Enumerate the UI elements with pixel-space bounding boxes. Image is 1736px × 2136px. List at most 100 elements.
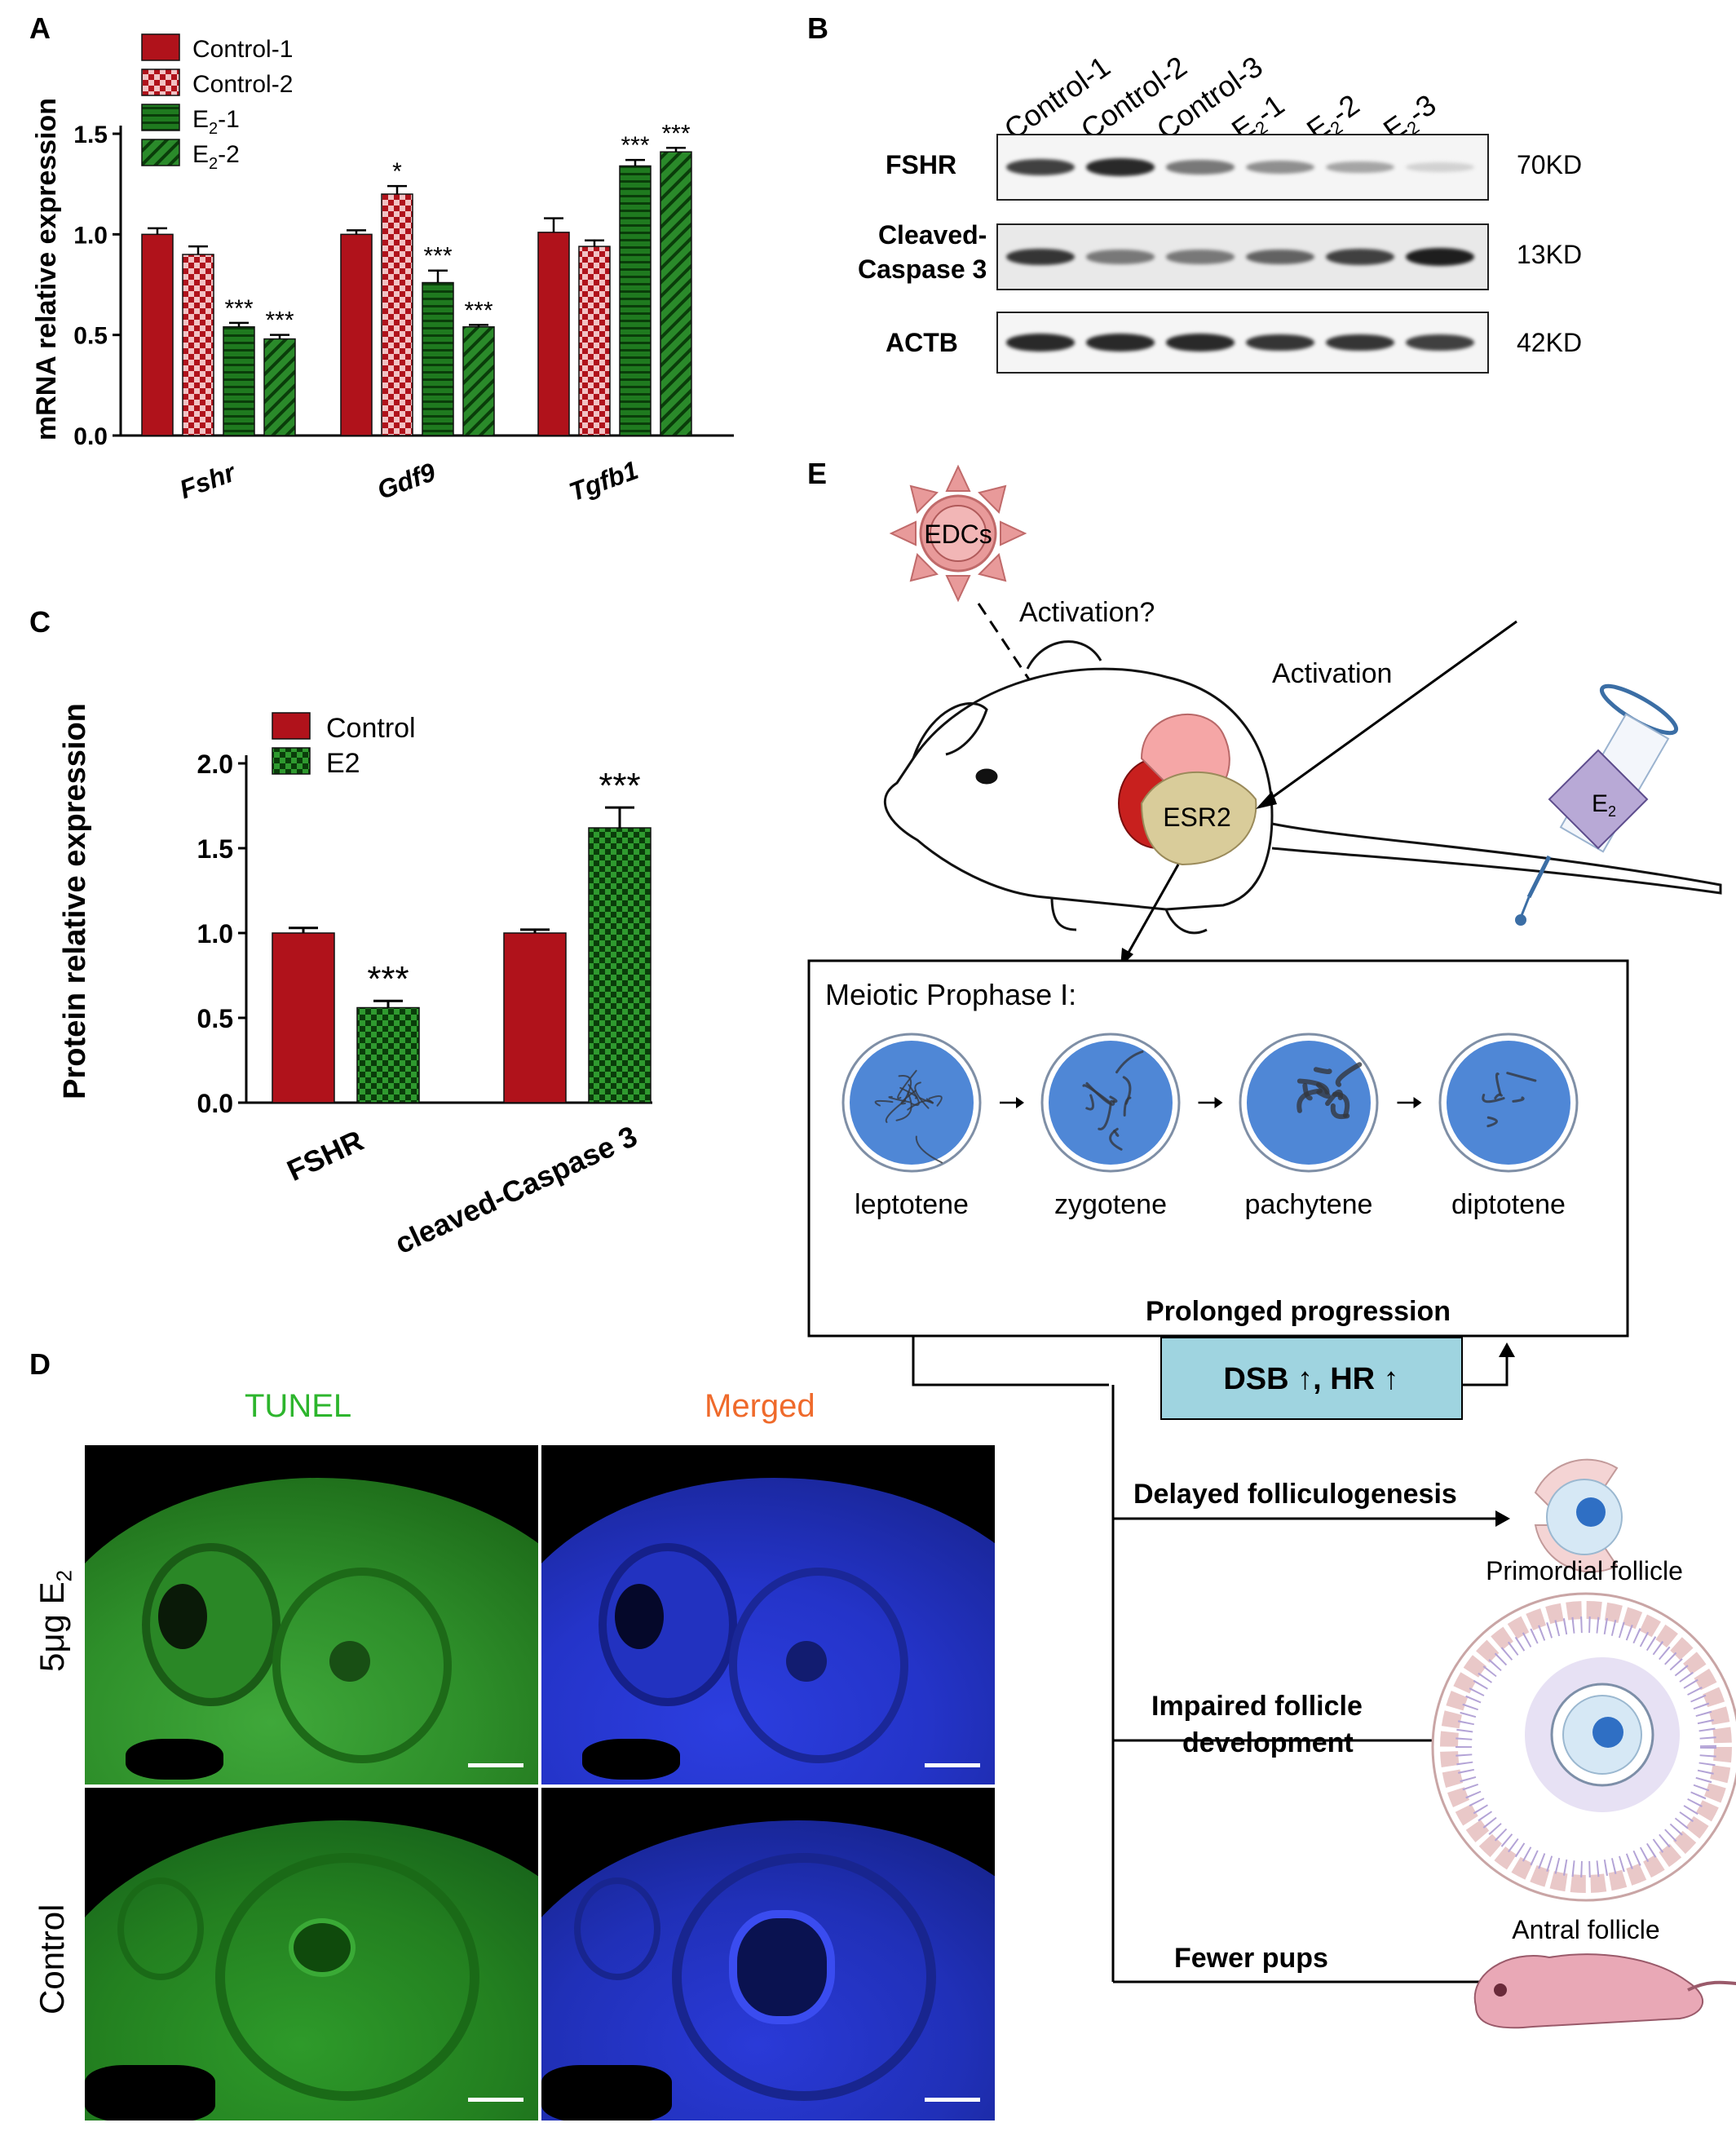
syringe-e2-label: E2 xyxy=(1592,790,1616,820)
ytick-label: 0.0 xyxy=(73,423,108,450)
stage-cell-icon xyxy=(1040,1033,1181,1173)
bar xyxy=(660,151,692,436)
stage-label: leptotene xyxy=(855,1189,969,1220)
wb-band xyxy=(1406,161,1474,173)
impaired-label-1: Impaired follicle xyxy=(1151,1691,1363,1722)
esr2-label: ESR2 xyxy=(1163,803,1231,832)
category-label: Gdf9 xyxy=(373,457,440,505)
significance-mark: *** xyxy=(621,132,649,159)
row-label-control: Control xyxy=(33,1904,71,2014)
legend-label: Control xyxy=(326,713,416,744)
tunel-title: TUNEL xyxy=(245,1388,352,1424)
pup-icon xyxy=(1473,1953,1736,2029)
wb-band xyxy=(1246,161,1314,174)
meiotic-title: Meiotic Prophase I: xyxy=(825,978,1076,1011)
significance-mark: *** xyxy=(265,307,294,334)
panel-letter-b: B xyxy=(807,11,828,45)
impaired-label-2: development xyxy=(1182,1727,1354,1758)
category-label: Fshr xyxy=(176,457,241,504)
legend-label: E2 xyxy=(326,748,360,779)
ytick-label: 1.0 xyxy=(73,222,108,249)
stage-arrowhead xyxy=(1413,1097,1422,1108)
dsb-label: DSB ↑, HR ↑ xyxy=(1223,1362,1398,1396)
panel-letter-a: A xyxy=(29,11,51,45)
primordial-label: Primordial follicle xyxy=(1486,1556,1683,1585)
bar xyxy=(381,193,413,436)
fewer-pups-label: Fewer pups xyxy=(1174,1943,1328,1974)
legend-label: Control-1 xyxy=(192,36,293,63)
stage-cell-icon xyxy=(841,1033,982,1173)
stage-label: zygotene xyxy=(1054,1189,1167,1220)
panel-a-ylabel: mRNA relative expression xyxy=(31,98,62,440)
significance-mark: *** xyxy=(661,120,690,147)
wb-band xyxy=(1326,248,1394,266)
scale-bar xyxy=(925,1763,980,1767)
legend-label: E2-1 xyxy=(192,106,240,138)
stage-label: pachytene xyxy=(1245,1189,1373,1220)
wb-row-label: ACTB xyxy=(886,328,958,357)
edcs-label: EDCs xyxy=(924,520,992,549)
significance-mark: *** xyxy=(224,295,253,322)
significance-mark: *** xyxy=(464,297,493,324)
tunel-control-image xyxy=(85,1788,538,2121)
ytick-label: 0.0 xyxy=(197,1089,233,1118)
merged-e2-image xyxy=(541,1445,995,1784)
legend-swatch xyxy=(272,712,311,740)
significance-mark: *** xyxy=(599,766,640,806)
stage-arrowhead xyxy=(1016,1097,1024,1108)
legend-label: E2-2 xyxy=(192,141,240,173)
stage-cell-icon xyxy=(1239,1033,1379,1173)
ytick-label: 1.0 xyxy=(197,919,233,949)
esr2-shape xyxy=(1140,771,1257,866)
antral-label: Antral follicle xyxy=(1512,1915,1659,1944)
panel-letter-e: E xyxy=(807,457,828,490)
merged-title: Merged xyxy=(705,1388,815,1424)
panel-c-chart: 0.00.51.01.52.0 ***FSHR***cleaved-Caspas… xyxy=(58,703,652,1260)
significance-mark: * xyxy=(392,158,402,185)
scale-bar xyxy=(468,2098,523,2102)
legend-swatch xyxy=(141,139,180,166)
wb-blot-box xyxy=(996,134,1489,201)
ytick-label: 2.0 xyxy=(197,750,233,779)
significance-mark: *** xyxy=(423,243,452,270)
scale-bar xyxy=(925,2098,980,2102)
legend-label: Control-2 xyxy=(192,71,293,98)
wb-band xyxy=(1406,248,1474,266)
bar xyxy=(619,165,652,436)
bar xyxy=(272,932,335,1103)
category-label: cleaved-Caspase 3 xyxy=(390,1119,642,1260)
bar xyxy=(340,233,373,436)
bar xyxy=(141,233,174,436)
wb-size-label: 13KD xyxy=(1517,240,1583,269)
wb-band xyxy=(1326,334,1394,352)
ytick-label: 1.5 xyxy=(73,122,108,148)
primordial-follicle-icon xyxy=(1534,1458,1623,1573)
scale-bar xyxy=(468,1763,523,1767)
ytick-label: 1.5 xyxy=(197,834,233,864)
wb-row-label: FSHR xyxy=(886,150,957,179)
bar xyxy=(356,1006,420,1103)
category-label: FSHR xyxy=(282,1123,369,1187)
tunel-e2-image xyxy=(85,1445,538,1784)
panel-letter-d: D xyxy=(29,1347,51,1381)
bar xyxy=(588,827,652,1103)
wb-band xyxy=(1086,334,1155,352)
panel-e-diagram: EDCs Activation? ESR2 E2 Activation Meio… xyxy=(807,464,1736,2029)
stage-arrowhead xyxy=(1214,1097,1223,1108)
significance-mark: *** xyxy=(367,959,409,999)
dsb-box xyxy=(1160,1337,1463,1420)
wb-band xyxy=(1246,334,1314,352)
wb-band xyxy=(1006,248,1075,266)
row-label-e2: 5μg E2 xyxy=(33,1569,77,1672)
wb-band xyxy=(1246,249,1314,265)
stage-cell-icon xyxy=(1438,1033,1579,1173)
activation-question-label: Activation? xyxy=(1019,597,1155,628)
wb-blot-box xyxy=(996,223,1489,290)
legend-swatch xyxy=(141,69,180,96)
wb-size-label: 70KD xyxy=(1517,150,1583,179)
bar xyxy=(503,932,567,1103)
panel-letter-c: C xyxy=(29,605,51,639)
syringe-icon: E2 xyxy=(1515,683,1679,926)
bar xyxy=(462,326,495,436)
